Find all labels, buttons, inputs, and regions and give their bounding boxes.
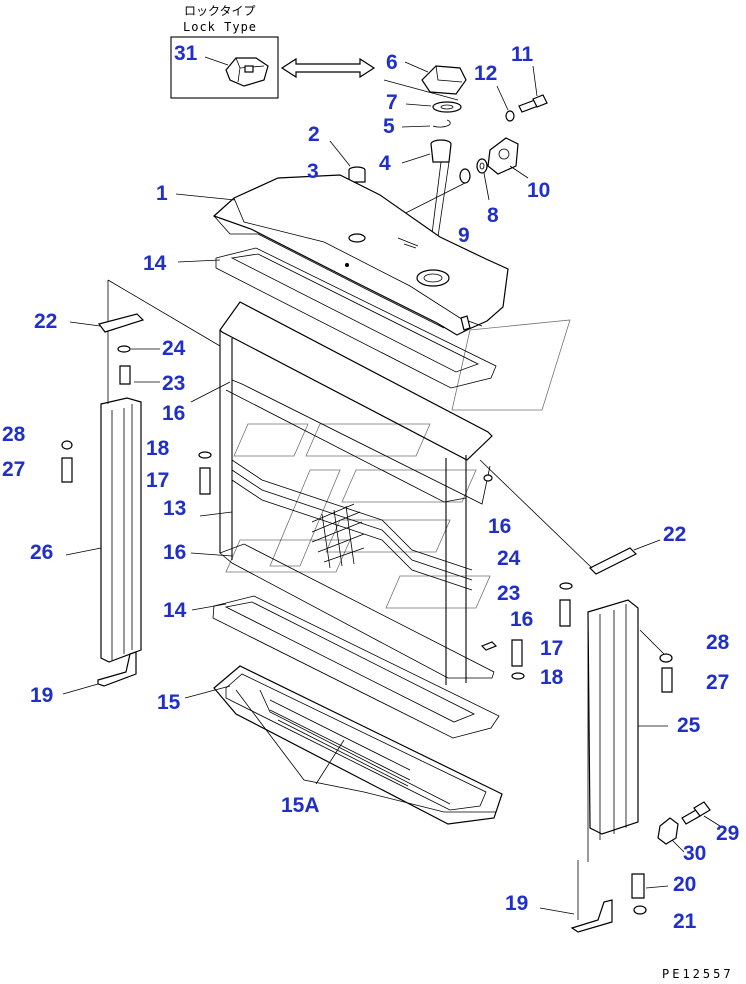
callout-14-upper: 14 (143, 252, 167, 275)
callouts: 31 6 11 12 7 5 2 4 3 1 10 8 9 14 22 24 2… (2, 42, 739, 933)
callout-8: 8 (487, 204, 499, 227)
callout-5: 5 (383, 115, 395, 138)
callout-25: 25 (677, 714, 701, 737)
callout-30: 30 (683, 842, 706, 865)
lower-tank (184, 665, 503, 825)
callout-2: 2 (308, 123, 320, 146)
callout-4: 4 (379, 152, 391, 175)
callout-20: 20 (673, 873, 696, 896)
callout-15: 15 (157, 691, 181, 714)
left-side-member (61, 279, 221, 695)
callout-18-right: 18 (540, 666, 564, 689)
callout-19-right: 19 (505, 892, 528, 915)
right-side-member (479, 459, 721, 933)
drawing-code: PE12557 (662, 967, 734, 981)
cap-assembly (324, 61, 548, 251)
callout-1: 1 (156, 182, 168, 205)
callout-9: 9 (458, 224, 470, 247)
callout-17-right: 17 (540, 637, 563, 660)
inset-title-ja: ロックタイプ (184, 4, 256, 18)
callout-28-left: 28 (2, 423, 26, 446)
callout-27-left: 27 (2, 458, 25, 481)
callout-21: 21 (673, 910, 697, 933)
callout-16-upper-left: 16 (162, 402, 185, 425)
callout-7: 7 (386, 91, 398, 114)
center-left-hardware (190, 381, 233, 557)
callout-18-left: 18 (146, 437, 170, 460)
callout-24-right: 24 (497, 547, 521, 570)
callout-27-right: 27 (706, 671, 729, 694)
lock-type-inset: ロックタイプ Lock Type (170, 4, 279, 99)
callout-23-right: 23 (497, 582, 520, 605)
callout-15A: 15A (281, 794, 320, 817)
lower-gasket (191, 595, 500, 739)
callout-10: 10 (527, 179, 550, 202)
callout-26: 26 (30, 541, 53, 564)
lock-cap-part (225, 57, 269, 87)
callout-23-left: 23 (162, 372, 185, 395)
callout-12: 12 (474, 62, 497, 85)
callout-16-lower-left: 16 (163, 541, 186, 564)
upper-tank (175, 174, 509, 336)
callout-6: 6 (386, 51, 398, 74)
core-mesh (311, 503, 365, 569)
center-right-hardware (480, 474, 525, 680)
callout-16-lower-right: 16 (510, 608, 533, 631)
callout-22-left: 22 (34, 310, 57, 333)
callout-24-left: 24 (162, 337, 186, 360)
double-arrow (280, 57, 376, 79)
callout-16-right: 16 (488, 515, 511, 538)
callout-13: 13 (163, 497, 186, 520)
callout-11: 11 (511, 43, 534, 66)
callout-22-right: 22 (663, 523, 686, 546)
callout-3: 3 (307, 160, 319, 183)
callout-14-lower: 14 (163, 599, 187, 622)
callout-19-left: 19 (30, 684, 53, 707)
callout-29: 29 (716, 822, 739, 845)
callout-28-right: 28 (706, 631, 730, 654)
callout-31: 31 (174, 42, 198, 65)
watermark-logo (225, 319, 571, 609)
inset-title-en: Lock Type (183, 20, 257, 34)
callout-17-left: 17 (146, 469, 169, 492)
upper-gasket (177, 247, 497, 389)
radiator-core (199, 301, 495, 685)
